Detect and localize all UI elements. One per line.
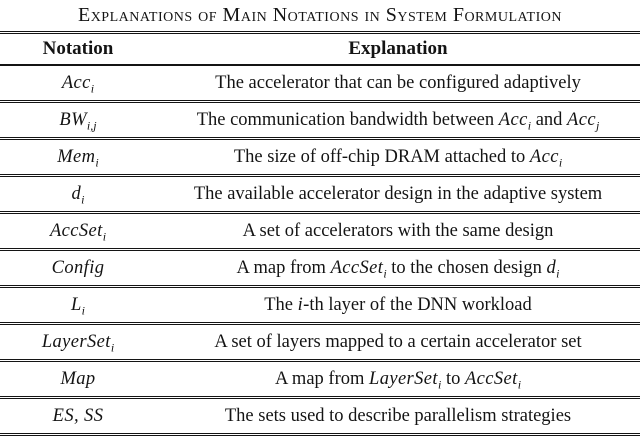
table-row: Memi The size of off-chip DRAM attached t… — [0, 137, 640, 174]
notation-cell: ES, SS — [0, 406, 156, 427]
math-notation: i — [297, 294, 304, 315]
math-notation: Map — [60, 368, 96, 389]
table-row: Config A map from AccSeti to the chosen d… — [0, 248, 640, 285]
table-row: Acci The accelerator that can be configur… — [0, 66, 640, 100]
math-notation: Acci — [61, 72, 95, 96]
explanation-cell: A set of layers mapped to a certain acce… — [214, 331, 582, 352]
math-notation: AccSeti — [49, 220, 107, 244]
table-row: BWi,j The communication bandwidth between… — [0, 100, 640, 137]
notation-cell: LayerSeti — [0, 331, 156, 355]
explanation-cell: The sets used to describe parallelism st… — [224, 405, 572, 426]
notation-cell: BWi,j — [0, 109, 156, 133]
math-notation: LayerSeti — [41, 331, 115, 355]
math-notation: Config — [51, 257, 105, 278]
math-notation: AccSeti — [330, 257, 387, 281]
notation-cell: Map — [0, 369, 156, 390]
table-row: LayerSeti A set of layers mapped to a cer… — [0, 322, 640, 359]
notation-column-header: Notation — [42, 38, 114, 59]
explanation-cell: The accelerator that can be configured a… — [215, 72, 581, 93]
math-notation: Li — [70, 294, 86, 318]
explanation-cell: The available accelerator design in the … — [193, 183, 603, 204]
top-rule — [0, 31, 640, 34]
math-notation: Acci — [498, 109, 532, 133]
notation-cell: Acci — [0, 72, 156, 96]
math-notation: LayerSeti — [369, 368, 442, 392]
table-row: di The available accelerator design in th… — [0, 174, 640, 211]
math-notation: Memi — [57, 146, 99, 170]
math-notation: AccSeti — [464, 368, 522, 392]
table-header-row: Notation Explanation — [0, 34, 640, 64]
notation-cell: di — [0, 183, 156, 207]
explanation-cell: A set of accelerators with the same desi… — [242, 220, 554, 241]
table-row: Map A map from LayerSeti to AccSeti — [0, 359, 640, 396]
math-notation: ES, SS — [52, 405, 104, 426]
math-notation: Acci — [529, 146, 563, 170]
explanation-cell: The i-th layer of the DNN workload — [264, 294, 532, 315]
table-caption: Explanations of Main Notations in System… — [77, 4, 562, 26]
notation-cell: Config — [0, 258, 156, 279]
header-rule — [0, 64, 640, 66]
explanation-cell: A map from LayerSeti to AccSeti — [274, 368, 522, 392]
notation-cell: Memi — [0, 146, 156, 170]
table-row: Li The i-th layer of the DNN workload — [0, 285, 640, 322]
math-notation: BWi,j — [59, 109, 97, 133]
table-row: ES, SS The sets used to describe parallel… — [0, 396, 640, 433]
explanation-column-header: Explanation — [348, 38, 448, 59]
math-notation: di — [546, 257, 560, 281]
math-notation: Accj — [567, 109, 600, 133]
explanation-cell: The communication bandwidth between Acci… — [196, 109, 600, 133]
table-rows: Acci The accelerator that can be configur… — [0, 66, 640, 433]
explanation-cell: A map from AccSeti to the chosen design … — [236, 257, 560, 281]
bottom-rule — [0, 433, 640, 436]
math-notation: di — [71, 183, 85, 207]
explanation-cell: The size of off-chip DRAM attached to Ac… — [233, 146, 563, 170]
notation-cell: Li — [0, 294, 156, 318]
notation-cell: AccSeti — [0, 220, 156, 244]
table-row: AccSeti A set of accelerators with the sa… — [0, 211, 640, 248]
